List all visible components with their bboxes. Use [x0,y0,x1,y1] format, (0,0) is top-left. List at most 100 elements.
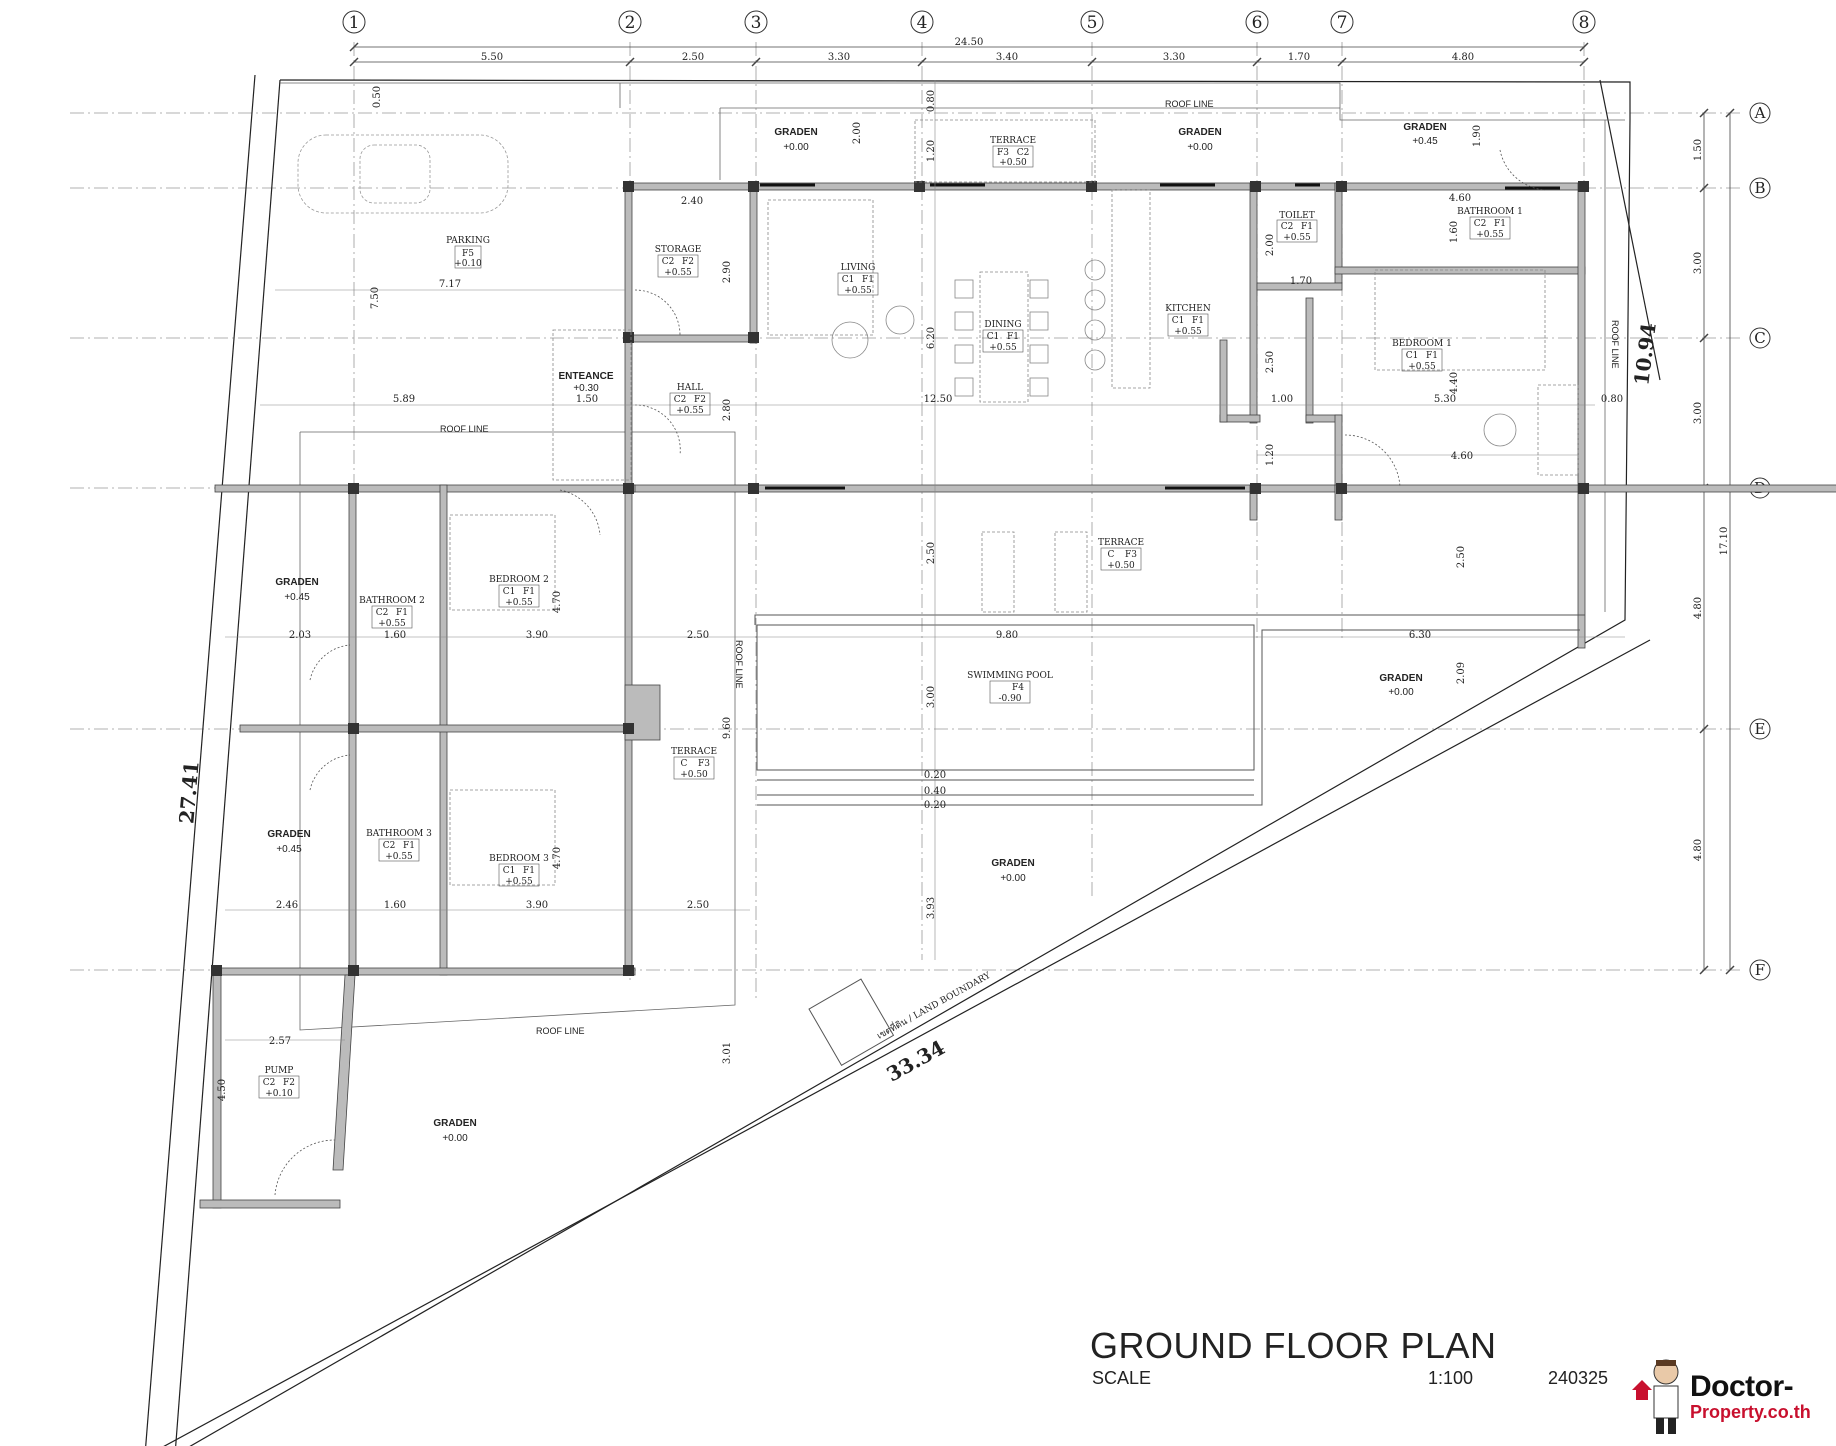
dim-200b: 2.00 [1265,234,1276,256]
room-bathroom-2: BATHROOM 2 C2 F1 +0.55 [359,596,425,629]
logo-text-doctor: Doctor- [1690,1370,1794,1403]
svg-text:C2: C2 [1474,219,1487,229]
svg-text:C1: C1 [503,587,516,597]
dim-250c: 2.50 [1456,546,1467,568]
roof-line-label-mid: ROOF LINE [440,424,489,434]
svg-text:+0.00: +0.00 [783,142,809,153]
dim-470b: 4.70 [552,847,563,869]
room-graden-top-mid: GRADEN +0.00 [1178,127,1221,153]
svg-text:+0.55: +0.55 [385,852,413,862]
dim-160c: 1.60 [384,900,406,911]
dim-040: 0.40 [924,786,946,797]
dim-big-boundary: 33.34 [882,1035,948,1086]
svg-text:BEDROOM 3: BEDROOM 3 [489,854,549,864]
grid-label-2: 2 [625,13,636,33]
svg-text:C2: C2 [383,841,396,851]
dim-589: 5.89 [393,394,415,405]
dim-150: 1.50 [576,394,598,405]
svg-text:BATHROOM 1: BATHROOM 1 [1457,207,1523,217]
svg-text:C1: C1 [1172,316,1185,326]
svg-text:+0.55: +0.55 [505,877,533,887]
dim-290: 2.90 [722,261,733,283]
svg-text:F1: F1 [523,866,535,876]
svg-text:GRADEN: GRADEN [774,127,817,138]
dim-right-2: 3.00 [1693,252,1704,274]
dim-top-2: 2.50 [682,52,704,63]
title-block: GROUND FLOOR PLAN SCALE 1:100 240325 [1090,1325,1790,1435]
room-hall: HALL C2 F2 +0.55 [669,383,711,416]
dim-right-5: 4.80 [1693,839,1704,861]
dim-right-1: 1.50 [1693,139,1704,161]
dim-203: 2.03 [289,630,311,641]
svg-text:+0.45: +0.45 [1412,136,1438,147]
svg-text:-0.90: -0.90 [998,694,1021,704]
svg-text:BEDROOM 1: BEDROOM 1 [1392,339,1452,349]
drawing-title: GROUND FLOOR PLAN [1090,1325,1497,1366]
dim-280: 2.80 [722,399,733,421]
dim-080: 0.80 [926,90,937,112]
dim-top-5: 3.30 [1163,52,1185,63]
roof-line-label-top: ROOF LINE [1165,99,1214,109]
room-terrace-top: TERRACE F3 C2 +0.50 [990,136,1036,168]
svg-text:+0.50: +0.50 [680,770,708,780]
dim-200: 2.00 [852,122,863,144]
room-bathroom-3: BATHROOM 3 C2 F1 +0.55 [366,829,432,862]
svg-text:F1: F1 [403,841,415,851]
dim-250d: 2.50 [687,630,709,641]
room-graden-top-right: GRADEN +0.45 [1403,122,1446,147]
grid-label-7: 7 [1337,13,1348,33]
svg-text:PUMP: PUMP [265,1066,294,1076]
dim-top-6: 1.70 [1288,52,1310,63]
grid-label-5: 5 [1087,13,1098,33]
room-terrace-main: TERRACE C F3 +0.50 [1098,538,1144,571]
grid-label-C: C [1754,329,1765,347]
svg-text:SWIMMING POOL: SWIMMING POOL [967,671,1053,681]
svg-text:+0.55: +0.55 [1174,327,1202,337]
svg-text:TERRACE: TERRACE [671,747,717,757]
doctor-mascot-icon [1632,1359,1679,1434]
svg-text:F5: F5 [462,249,474,259]
svg-text:C2: C2 [1017,148,1030,158]
svg-text:BATHROOM 3: BATHROOM 3 [366,829,432,839]
svg-text:GRADEN: GRADEN [267,829,310,840]
svg-text:GRADEN: GRADEN [991,858,1034,869]
grid-label-3: 3 [751,13,762,33]
svg-text:+0.55: +0.55 [676,406,704,416]
car-outline [297,134,509,214]
svg-text:C: C [1108,550,1115,560]
room-terrace-west: TERRACE C F3 +0.50 [671,747,717,780]
room-bedroom-3: BEDROOM 3 C1 F1 +0.55 [489,854,549,887]
svg-text:F1: F1 [862,275,874,285]
dim-246: 2.46 [276,900,298,911]
svg-text:GRADEN: GRADEN [1178,127,1221,138]
grid-label-1: 1 [349,13,360,33]
grid-label-E: E [1755,720,1766,738]
structural-columns [211,181,1589,976]
svg-text:BEDROOM 2: BEDROOM 2 [489,575,549,585]
dim-020b: 0.20 [924,800,946,811]
dim-209: 2.09 [1456,662,1467,684]
land-boundary [145,74,1661,1446]
dining-chairs [831,259,1517,447]
room-graden-pool-side: GRADEN +0.00 [1379,673,1422,698]
svg-text:TERRACE: TERRACE [1098,538,1144,548]
svg-text:F3: F3 [997,148,1009,158]
scale-label: SCALE [1092,1368,1152,1388]
drawing-number: 240325 [1548,1368,1609,1388]
dim-470: 4.70 [552,591,563,613]
room-bedroom-2: BEDROOM 2 C1 F1 +0.55 [489,575,549,608]
svg-text:+0.50: +0.50 [999,158,1027,168]
grid-label-B: B [1754,179,1765,197]
dim-100: 1.00 [1271,394,1293,405]
svg-text:+0.55: +0.55 [1476,230,1504,240]
svg-text:C2: C2 [662,257,675,267]
svg-text:F1: F1 [1007,332,1019,342]
svg-text:C1: C1 [987,332,1000,342]
swimming-pool-outline [754,614,1585,806]
dim-717: 7.17 [439,279,461,290]
dim-393: 3.93 [926,897,937,919]
svg-text:+0.55: +0.55 [1408,362,1436,372]
svg-text:C2: C2 [674,395,687,405]
dim-160: 1.60 [1449,221,1460,243]
land-boundary-label: เขตที่ดิน / LAND BOUNDARY [874,968,993,1042]
